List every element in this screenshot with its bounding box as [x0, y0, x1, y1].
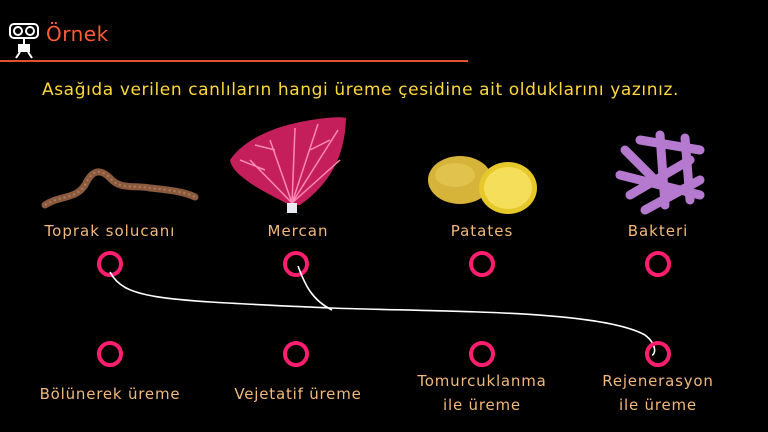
- organism-label-coral: Mercan: [267, 222, 329, 240]
- reproduction-label-regeneration: Rejenerasyon ile üreme: [578, 369, 738, 417]
- match-circle-earthworm[interactable]: [97, 251, 123, 277]
- match-circle-bacteria[interactable]: [645, 251, 671, 277]
- organism-label-potato: Patates: [450, 222, 514, 240]
- reproduction-label-regeneration-line2: ile üreme: [619, 396, 697, 414]
- answer-circle-budding[interactable]: [469, 341, 495, 367]
- reproduction-label-budding: Tomurcuklanma ile üreme: [402, 369, 562, 417]
- organism-label-bacteria: Bakteri: [627, 222, 689, 240]
- match-circle-potato[interactable]: [469, 251, 495, 277]
- reproduction-label-budding-line1: Tomurcuklanma: [417, 372, 547, 390]
- header-divider: [0, 60, 468, 62]
- match-circle-coral[interactable]: [283, 251, 309, 277]
- reproduction-label-vegetative: Vejetatif üreme: [218, 382, 378, 406]
- reproduction-label-regeneration-line1: Rejenerasyon: [602, 372, 714, 390]
- question-text: Asağıda verilen canlıların hangi üreme ç…: [42, 80, 679, 100]
- answer-circle-regeneration[interactable]: [645, 341, 671, 367]
- reproduction-label-division-line1: Bölünerek üreme: [39, 385, 181, 403]
- reproduction-label-budding-line2: ile üreme: [443, 396, 521, 414]
- robot-icon: [9, 23, 39, 59]
- answer-circle-division[interactable]: [97, 341, 123, 367]
- reproduction-label-vegetative-line1: Vejetatif üreme: [234, 385, 362, 403]
- page-title: Örnek: [46, 22, 109, 46]
- organism-label-earthworm: Toprak solucanı: [44, 222, 176, 240]
- reproduction-label-division: Bölünerek üreme: [30, 382, 190, 406]
- answer-circle-vegetative[interactable]: [283, 341, 309, 367]
